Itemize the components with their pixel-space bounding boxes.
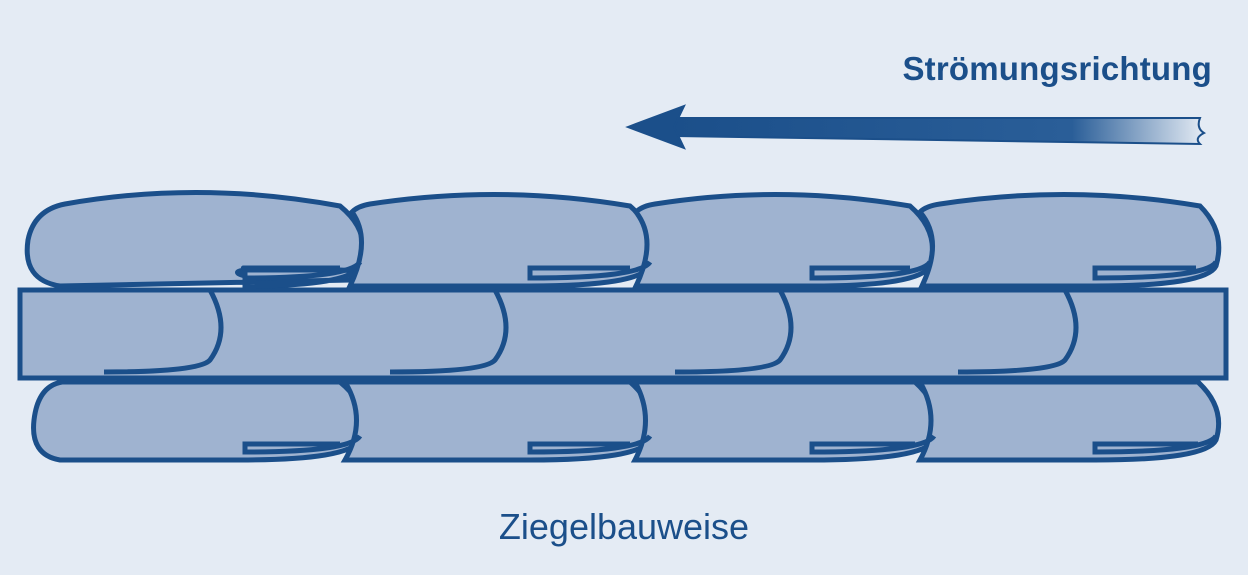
bottom-brick-layer (31, 379, 1222, 463)
top-brick (24, 189, 366, 289)
top-brick-layer (24, 189, 1222, 289)
middle-layer (17, 287, 1229, 381)
flow-direction-label: Strömungsrichtung (902, 50, 1212, 87)
bottom-brick (915, 379, 1222, 463)
top-brick (916, 191, 1222, 289)
flow-direction-arrow (625, 104, 1207, 150)
top-brick (346, 191, 655, 289)
diagram-caption: Ziegelbauweise (498, 506, 750, 547)
top-brick (632, 191, 935, 289)
